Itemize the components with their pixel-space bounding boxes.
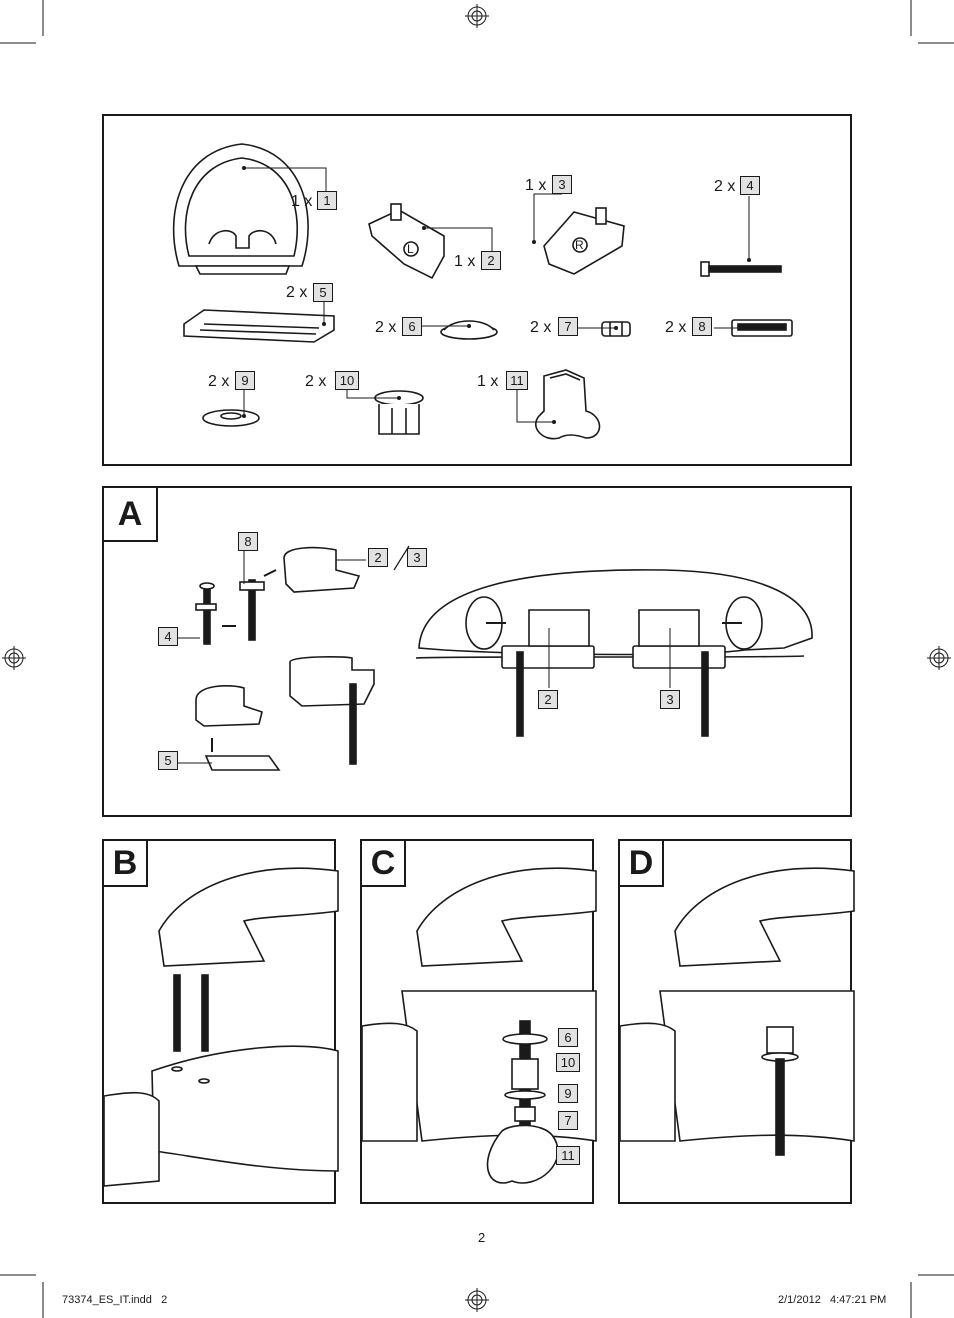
part-2-number: 2 — [481, 251, 501, 270]
parts-drawings — [172, 143, 793, 440]
a-label-slash-hinge: 3 — [407, 548, 427, 567]
c-label-spacer: 10 — [556, 1053, 580, 1072]
c-label-washer: 9 — [558, 1084, 578, 1103]
footer-file: 73374_ES_IT.indd 2 — [62, 1294, 168, 1306]
part-3-qty: 1 x — [525, 177, 547, 194]
part-6-qty: 2 x — [375, 319, 397, 336]
hinge-right-mark: R — [575, 238, 584, 252]
panel-c-drawings — [361, 867, 597, 1184]
panel-c: C 6 10 9 7 11 — [360, 839, 597, 1204]
part-7-qty: 2 x — [530, 319, 552, 336]
plate-drawing — [731, 319, 793, 337]
a-label-frame: 5 — [158, 751, 178, 770]
part-9-number: 9 — [235, 371, 255, 390]
cone-washer-drawing — [440, 320, 498, 340]
frame-drawing — [183, 309, 335, 343]
panel-a-letter: A — [102, 486, 158, 542]
hinge-right-drawing — [543, 207, 625, 275]
part-5-number: 5 — [313, 283, 333, 302]
part-9-qty: 2 x — [208, 373, 230, 390]
registration-mark-right — [927, 646, 951, 670]
part-3-number: 3 — [552, 175, 572, 194]
panel-c-letter: C — [360, 839, 406, 887]
c-label-nut: 7 — [558, 1111, 578, 1130]
part-4-number: 4 — [740, 176, 760, 195]
bolt-drawing — [700, 261, 782, 277]
parts-panel: L R 1 x 1 1 x 2 1 x 3 2 x 4 2 x 5 2 x 6 … — [102, 114, 852, 466]
part-11-qty: 1 x — [477, 373, 499, 390]
panel-b: B — [102, 839, 339, 1204]
panel-d: D — [618, 839, 855, 1204]
registration-mark-bottom — [465, 1288, 489, 1312]
part-11-number: 11 — [506, 371, 528, 390]
washer-drawing — [202, 409, 260, 427]
hinge-left-drawing — [368, 203, 445, 280]
part-10-qty: 2 x — [305, 373, 327, 390]
seat-drawing — [172, 143, 309, 275]
panel-a-drawings — [174, 545, 813, 771]
a-label-left-hinge: 2 — [538, 690, 558, 709]
part-8-number: 8 — [692, 317, 712, 336]
panel-d-drawings — [619, 867, 855, 1156]
spacer-drawing — [374, 390, 424, 435]
part-1-number: 1 — [317, 191, 337, 210]
panel-d-letter: D — [618, 839, 664, 887]
panel-a: A — [102, 486, 852, 817]
part-6-number: 6 — [402, 317, 422, 336]
key-drawing — [535, 369, 601, 440]
registration-mark-top — [465, 4, 489, 28]
footer-timestamp: 2/1/2012 4:47:21 PM — [778, 1294, 887, 1306]
part-8-qty: 2 x — [665, 319, 687, 336]
part-5-qty: 2 x — [286, 284, 308, 301]
a-label-hinge: 2 — [368, 548, 388, 567]
part-7-number: 7 — [558, 317, 578, 336]
a-label-washer-plate: 8 — [238, 532, 258, 551]
c-label-key: 11 — [556, 1146, 580, 1165]
a-label-bolt: 4 — [158, 627, 178, 646]
page-number: 2 — [478, 1230, 486, 1245]
part-10-number: 10 — [335, 371, 359, 390]
part-1-qty: 1 x — [291, 193, 313, 210]
panel-b-letter: B — [102, 839, 148, 887]
c-label-cone-washer: 6 — [558, 1028, 578, 1047]
registration-mark-left — [2, 646, 26, 670]
part-4-qty: 2 x — [714, 178, 736, 195]
panel-b-drawings — [103, 867, 339, 1187]
part-2-qty: 1 x — [454, 253, 476, 270]
hinge-left-mark: L — [407, 242, 414, 256]
a-label-right-hinge: 3 — [660, 690, 680, 709]
